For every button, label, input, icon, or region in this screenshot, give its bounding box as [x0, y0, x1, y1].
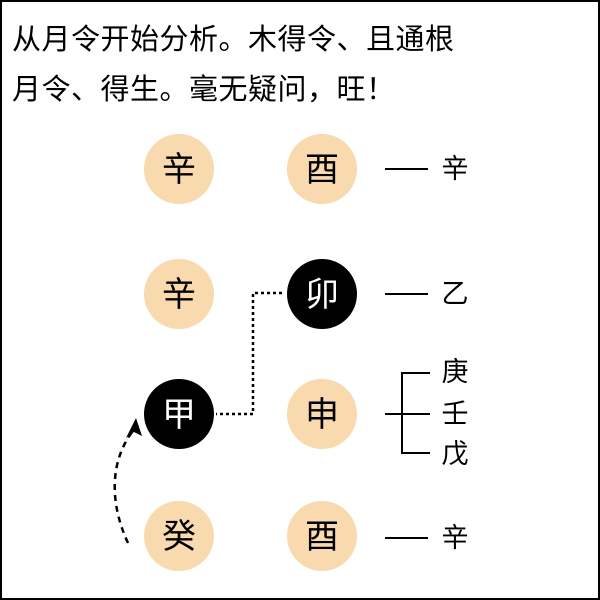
root-connector-line	[216, 291, 282, 416]
day-master-circle	[144, 379, 214, 449]
stem-1: 辛	[162, 150, 196, 190]
hidden-stem-3c: 戊	[442, 439, 469, 470]
hidden-stem-2: 乙	[442, 279, 469, 310]
stem-circle-1	[144, 134, 214, 204]
branch-circle-3	[287, 379, 357, 449]
title-line-2: 月令、得生。毫无疑问，旺！	[12, 72, 396, 106]
branch-3: 申	[305, 395, 339, 435]
hidden-stem-3a: 庚	[442, 357, 469, 388]
month-branch-circle	[287, 259, 357, 329]
stem-circle-2	[144, 259, 214, 329]
branch-circle-1	[287, 134, 357, 204]
stem-4: 癸	[162, 517, 196, 557]
branch-2-month: 卯	[305, 275, 339, 315]
stem-3-day-master: 甲	[162, 395, 196, 435]
branch-1: 酉	[305, 150, 339, 190]
hidden-stem-4: 辛	[442, 523, 469, 554]
branch-circle-4	[287, 501, 357, 571]
stem-2: 辛	[162, 275, 196, 315]
stem-circle-4	[144, 501, 214, 571]
arrowhead-icon	[126, 418, 142, 438]
title-line-1: 从月令开始分析。木得令、且通根	[12, 22, 455, 56]
hidden-stem-3b: 壬	[442, 399, 469, 430]
branch-4: 酉	[305, 517, 339, 557]
hidden-stem-bracket	[385, 372, 430, 454]
hidden-stem-1: 辛	[442, 154, 469, 185]
generation-arrow	[113, 424, 139, 544]
